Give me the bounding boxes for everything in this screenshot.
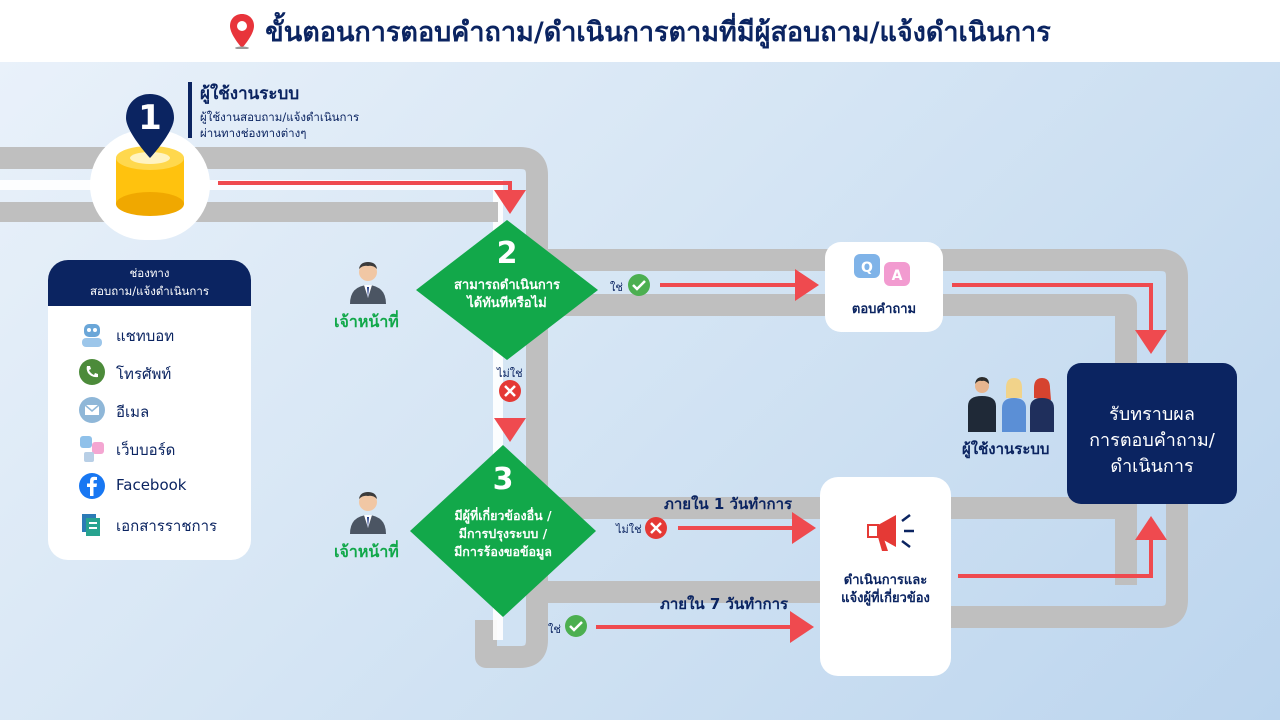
- channels-title-line2: สอบถาม/แจ้งดำเนินการ: [89, 284, 210, 298]
- header: ขั้นตอนการตอบคำถาม/ดำเนินการตามที่มีผู้ส…: [0, 0, 1280, 62]
- step1-title: ผู้ใช้งานระบบ: [200, 84, 300, 104]
- result-box: รับทราบผล การตอบคำถาม/ ดำเนินการ: [1067, 363, 1237, 504]
- channel-label: โทรศัพท์: [116, 365, 172, 383]
- qa-icon: Q A: [854, 254, 910, 286]
- channel-label: Facebook: [116, 476, 187, 494]
- check-icon: [628, 274, 650, 296]
- yes-label: ใช่: [548, 623, 561, 636]
- action-label-line2: แจ้งผู้ที่เกี่ยวข้อง: [841, 591, 930, 606]
- channel-label: แชทบอท: [116, 327, 175, 345]
- page-title: ขั้นตอนการตอบคำถาม/ดำเนินการตามที่มีผู้ส…: [265, 16, 1051, 48]
- step3-question-line1: มีผู้ที่เกี่ยวข้องอื่น /: [454, 508, 552, 523]
- arrow-answer-to-result: [952, 283, 1167, 354]
- within-7-days-label: ภายใน 7 วันทำการ: [660, 595, 789, 613]
- location-pin-icon: [230, 14, 255, 49]
- decision-2-diamond: [416, 220, 598, 360]
- step3-question-line2: มีการปรุงระบบ /: [458, 526, 548, 541]
- yes-label: ใช่: [610, 281, 623, 294]
- email-icon: [79, 397, 105, 423]
- channel-label: เว็บบอร์ด: [116, 441, 176, 459]
- step2-number: 2: [496, 236, 518, 271]
- officer-icon: [350, 492, 386, 534]
- channel-item-webboard: เว็บบอร์ด: [78, 434, 278, 464]
- step1-desc-line1: ผู้ใช้งานสอบถาม/แจ้งดำเนินการ: [200, 110, 360, 124]
- channel-label: อีเมล: [116, 403, 150, 421]
- users-group-icon: [968, 377, 1054, 432]
- decision-3-diamond: [410, 445, 596, 617]
- step1-desc-line2: ผ่านทางช่องทางต่างๆ: [200, 126, 307, 140]
- channels-header: ช่องทาง สอบถาม/แจ้งดำเนินการ: [48, 260, 251, 306]
- within-1-day-label: ภายใน 1 วันทำการ: [664, 495, 793, 513]
- channel-item-document: เอกสารราชการ: [78, 510, 278, 540]
- channel-item-chatbot: แชทบอท: [78, 320, 278, 350]
- svg-text:A: A: [892, 268, 903, 284]
- facebook-icon: [79, 473, 105, 499]
- step2-question-line2: ได้ทันทีหรือไม่: [467, 296, 547, 311]
- no-label: ไม่ใช่: [497, 367, 523, 380]
- no-label: ไม่ใช่: [616, 523, 642, 536]
- step1-divider: [188, 82, 192, 138]
- track-main: [0, 147, 548, 668]
- megaphone-icon: [867, 514, 914, 551]
- arrow-action-to-result: [958, 516, 1167, 578]
- officer-label: เจ้าหน้าที่: [334, 542, 399, 561]
- result-line1: รับทราบผล: [1109, 404, 1195, 425]
- chatbot-icon: [82, 324, 102, 347]
- arrow-1-to-2: [218, 181, 526, 214]
- answer-label: ตอบคำถาม: [851, 302, 917, 317]
- step1-marker: [126, 94, 174, 158]
- channels-card: ช่องทาง สอบถาม/แจ้งดำเนินการ แชทบอท โทรศ…: [48, 260, 251, 560]
- cross-icon: [499, 380, 521, 402]
- check-icon: [565, 615, 587, 637]
- cross-icon: [645, 517, 667, 539]
- channel-item-email: อีเมล: [78, 396, 278, 426]
- step2-question-line1: สามารถดำเนินการ: [453, 278, 561, 293]
- phone-icon: [79, 359, 105, 385]
- users-label: ผู้ใช้งานระบบ: [962, 440, 1050, 458]
- step3-question-line3: มีการร้องขอข้อมูล: [454, 544, 552, 559]
- channel-label: เอกสารราชการ: [116, 517, 218, 535]
- result-line3: ดำเนินการ: [1110, 456, 1194, 477]
- step1-number: 1: [138, 98, 162, 138]
- channel-item-facebook: Facebook: [78, 472, 278, 502]
- channel-item-phone: โทรศัพท์: [78, 358, 278, 388]
- svg-text:Q: Q: [861, 260, 873, 276]
- answer-box: Q A ตอบคำถาม: [825, 242, 943, 332]
- officer-icon: [350, 262, 386, 304]
- action-box: ดำเนินการและ แจ้งผู้ที่เกี่ยวข้อง: [820, 477, 951, 676]
- action-label-line1: ดำเนินการและ: [843, 573, 928, 588]
- result-line2: การตอบคำถาม/: [1089, 430, 1215, 451]
- officer-label: เจ้าหน้าที่: [334, 312, 399, 331]
- channels-title-line1: ช่องทาง: [129, 266, 170, 280]
- database-icon: [116, 146, 184, 216]
- webboard-icon: [80, 436, 104, 462]
- step3-number: 3: [492, 462, 514, 497]
- document-icon: [82, 514, 100, 536]
